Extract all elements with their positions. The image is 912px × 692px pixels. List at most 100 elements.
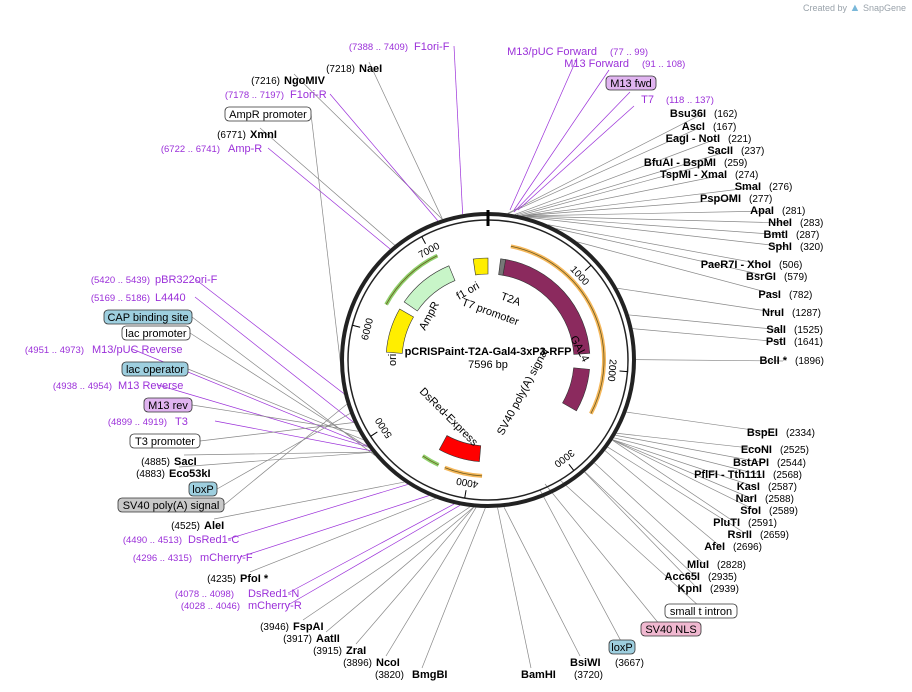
site-pos-nrui: (1287) [792,308,821,319]
leader-line [503,506,581,657]
feature-label-t2a: T2A [499,291,523,309]
feature-box-cap-binding-site-0-box[interactable] [103,309,193,325]
leader-line [514,138,717,215]
leader-line [616,432,769,451]
primer-mcherry-f: mCherry-F [200,552,253,564]
site-pos-pflfi-tth111i: (2568) [773,470,802,481]
leader-line [508,126,702,214]
leader-line [368,61,443,220]
feature-box-small-t-intron-box[interactable] [664,603,738,619]
site-pos-bmgbi: (3820) [375,670,404,681]
leader-line [617,287,781,314]
site-fspai: FspAI [293,621,324,633]
feature-box-ampr-promoter-7-box[interactable] [224,106,312,122]
site-tspmi-xmai: TspMI - XmaI [660,169,727,181]
primer-pos-t7: (118 .. 137) [666,95,714,106]
annotation-arc-outline [444,467,483,477]
site-pos-kasi: (2587) [768,482,797,493]
leader-line [613,437,762,476]
feature-dsred-express[interactable] [438,435,482,462]
leader-line [183,451,373,456]
feature-ampr[interactable] [403,265,456,312]
site-bfuai-bspmi: BfuAI - BspMI [644,157,716,169]
feature-box-t3-promoter-4-box[interactable] [129,433,201,449]
site-pos-bfuai-bspmi: (259) [724,158,747,169]
feature-box-m13-rev-3-box[interactable] [143,397,193,413]
feature-box-m13-fwd-box[interactable] [605,75,657,91]
site-pos-zrai: (3915) [313,646,342,657]
annotation-arc [443,465,483,478]
leader-line [509,57,578,211]
primer-pos-l4440: (5169 .. 5186) [91,293,150,304]
leader-line [199,422,354,442]
site-pos-pspomi: (277) [749,194,772,205]
leader-line [521,198,738,217]
site-nrui: NruI [762,307,784,319]
leader-line [191,404,359,432]
feature-ori[interactable] [385,308,414,354]
leader-line [325,507,474,633]
leader-line [287,503,455,594]
leader-line [453,45,464,215]
feature-box-loxp-right-box[interactable] [608,639,636,655]
leader-line [216,413,351,490]
feature-box-sv40-poly-a-signal-6-box[interactable] [117,497,225,513]
feature-t2a[interactable] [498,258,506,276]
annotation-arc-outline [385,255,438,305]
site-eagi-noti: EagI - NotI [666,133,720,145]
leader-line [267,147,391,250]
site-pos-pluti: (2591) [748,518,777,529]
leader-line [526,216,789,248]
feature-gal4[interactable] [502,259,591,355]
primer-pos-mcherry-f: (4296 .. 4315) [133,553,192,564]
feature-sv40-poly-a-signal[interactable] [562,367,590,412]
feature-box-sv40-poly-a-signal-6: SV40 poly(A) signal [123,500,220,512]
primer-pos-dsred1-c: (4490 .. 4513) [123,535,182,546]
site-pos-pasi: (782) [789,290,812,301]
brand-name: SnapGene [862,3,906,13]
feature-box-loxp-5-box[interactable] [188,481,218,497]
site-pos-naei: (7218) [326,64,355,75]
primer-t7: T7 [641,94,654,106]
feature-box-lac-operator-2-box[interactable] [121,361,189,377]
primer-pos-m13-puc-forward: (77 .. 99) [610,47,648,58]
site-pos-xmni: (6771) [217,130,246,141]
primer-pos-dsred1-n: (4078 .. 4098) [175,589,234,600]
site-xmni: XmnI [250,129,277,141]
tick-mark [421,236,426,244]
site-pos-bamhi: (3720) [574,670,603,681]
feature-f1-ori[interactable] [472,257,489,276]
leader-line [513,91,631,213]
site-pfoi: PfoI * [240,573,269,585]
tick-mark [619,370,628,373]
leader-line [513,69,610,211]
site-bspei: BspEI [747,427,778,439]
primer-m13-reverse: M13 Reverse [118,380,183,392]
site-pos-sali: (1525) [794,325,823,336]
leader-line [223,403,347,506]
feature-box-lac-promoter-1-box[interactable] [121,325,191,341]
site-pos-sfoi: (2589) [769,506,798,517]
leader-line [227,484,408,540]
site-sali: SalI [766,324,786,336]
primer-amp-r: Amp-R [228,143,262,155]
leader-line [612,439,758,512]
site-pos-apai: (281) [782,206,805,217]
site-pos-nhei: (283) [800,218,823,229]
site-pos-sphi: (320) [800,242,823,253]
site-zrai: ZraI [346,645,366,657]
primer-pbr322ori-f: pBR322ori-F [155,274,218,286]
feature-arrows [385,257,591,462]
feature-box-sv40-nls-box[interactable] [640,621,702,637]
site-pos-paer7i-xhoi: (506) [779,260,802,271]
site-bmgbi: BmgBI [412,669,447,681]
site-bcli: BclI * [759,355,787,367]
leader-line [507,113,703,214]
site-pos-pfoi: (4235) [207,574,236,585]
leader-line [594,462,706,566]
leader-line [607,446,749,536]
leader-line [521,174,724,217]
site-pos-ncoi: (3896) [343,658,372,669]
site-pos-bsiwi: (3667) [615,658,644,669]
leader-line [522,210,771,217]
